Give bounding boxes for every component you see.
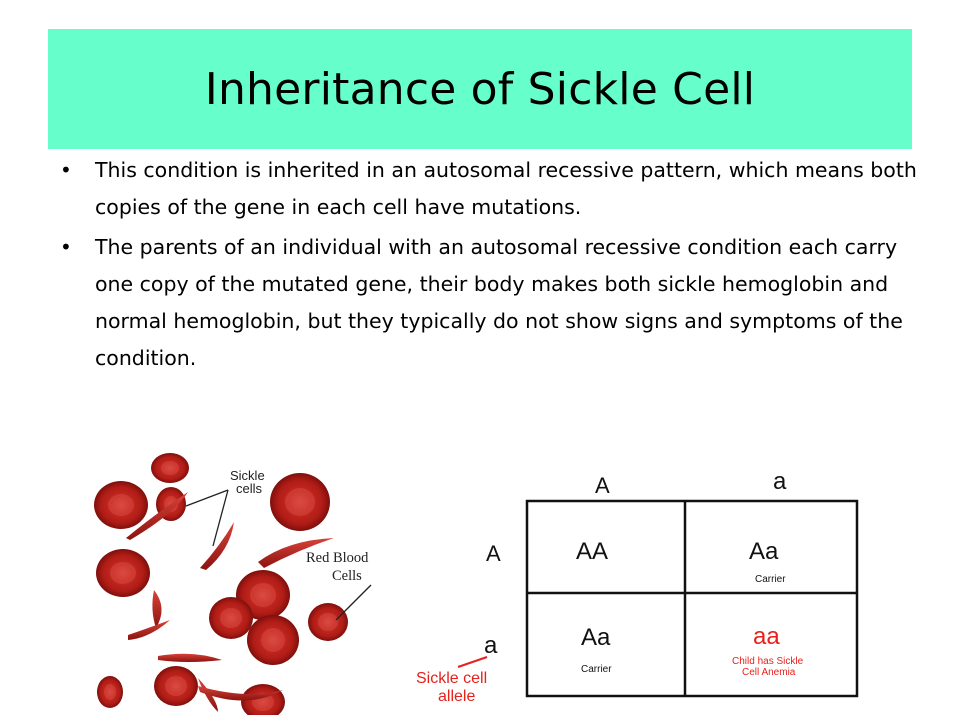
punnett-genotype: Aa [581, 624, 611, 651]
red-blood-cell [97, 676, 123, 708]
punnett-note-affected: Child has Sickle [732, 656, 804, 667]
red-blood-cell [154, 666, 198, 706]
punnett-grid [525, 499, 859, 698]
punnett-genotype-affected: aa [753, 623, 780, 650]
allele-pointer-line [457, 656, 488, 668]
sickle-cell [198, 678, 218, 712]
red-blood-cells-label: Cells [332, 568, 362, 584]
sickle-cell [258, 538, 334, 568]
red-blood-cells-label: Red Blood [306, 550, 369, 566]
punnett-row-header: A [486, 541, 501, 566]
red-blood-cell [151, 453, 189, 483]
red-blood-cell [247, 615, 299, 665]
red-blood-cell [94, 481, 148, 529]
allele-label: Sickle cell [416, 670, 487, 687]
punnett-row-header: a [484, 632, 498, 659]
slide-title: Inheritance of Sickle Cell [204, 63, 756, 115]
bullet-item: • The parents of an individual with an au… [60, 229, 920, 377]
punnett-note: Carrier [581, 664, 612, 675]
punnett-note: Carrier [755, 574, 786, 585]
sickle-cell [198, 686, 283, 701]
sickle-cell [128, 620, 170, 640]
bullet-item: • This condition is inherited in an autos… [60, 152, 920, 226]
bullet-text: The parents of an individual with an aut… [95, 235, 903, 370]
punnett-note-affected: Cell Anemia [742, 667, 796, 678]
blood-cells-illustration: Sickle cells Red Blood Cells [94, 453, 372, 715]
bullet-dot-icon: • [60, 235, 72, 259]
sickle-cell [152, 590, 162, 628]
pointer-line [212, 489, 229, 547]
red-blood-cell [96, 549, 150, 597]
bullet-dot-icon: • [60, 158, 72, 182]
punnett-genotype: Aa [749, 538, 779, 565]
bullet-list: • This condition is inherited in an autos… [60, 152, 920, 380]
sickle-cell [158, 653, 222, 662]
red-blood-cell [270, 473, 330, 531]
red-blood-cell [209, 597, 253, 639]
title-banner: Inheritance of Sickle Cell [48, 29, 912, 149]
sickle-cells-label: Sickle [230, 468, 265, 483]
red-blood-cell [308, 603, 348, 641]
pointer-line [185, 489, 229, 507]
punnett-square: A a A a AA Aa Carrier Aa Carrier aa Chil… [416, 468, 859, 705]
punnett-genotype: AA [576, 538, 608, 565]
bullet-text: This condition is inherited in an autoso… [95, 158, 917, 219]
punnett-col-header: a [773, 468, 787, 495]
punnett-col-header: A [595, 473, 610, 498]
pointer-line [335, 584, 372, 621]
allele-label: allele [438, 688, 475, 705]
sickle-cells-label: cells [236, 481, 263, 496]
sickle-cell [126, 492, 188, 540]
red-blood-cell [241, 684, 285, 715]
sickle-cell [200, 522, 234, 570]
